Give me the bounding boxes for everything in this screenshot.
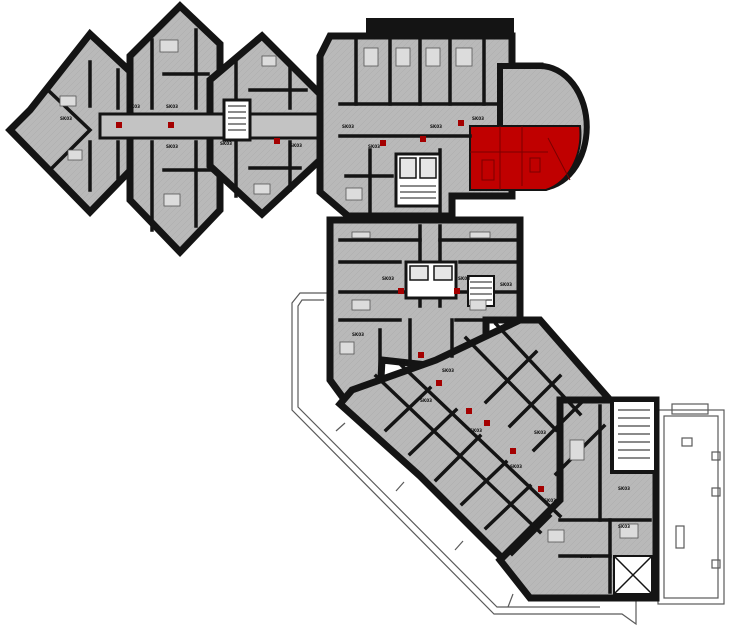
door-tag: SK03 xyxy=(472,116,484,121)
door-tags: SK03 SK03 SK03 SK03 SK03 SK03 SK03 SK03 … xyxy=(60,104,630,559)
door-tag: SK03 xyxy=(510,464,522,469)
highlighted-apartment[interactable] xyxy=(469,125,582,191)
core-north xyxy=(394,152,442,208)
door-tag: SK03 xyxy=(534,430,546,435)
furniture xyxy=(59,39,639,543)
core-southeast xyxy=(610,398,658,595)
door-tag: SK03 xyxy=(458,276,470,281)
door-tag: SK03 xyxy=(368,144,380,149)
door-tag: SK03 xyxy=(342,124,354,129)
door-tag: SK03 xyxy=(580,554,592,559)
door-tag: SK03 xyxy=(470,428,482,433)
door-tag: SK03 xyxy=(128,104,140,109)
door-tag: SK03 xyxy=(420,398,432,403)
door-markers xyxy=(116,120,544,492)
door-tag: SK03 xyxy=(60,116,72,121)
door-tag: SK03 xyxy=(290,143,302,148)
door-tag: SK03 xyxy=(618,524,630,529)
door-tag: SK03 xyxy=(166,144,178,149)
terrace-outline-west xyxy=(291,292,637,626)
interior-walls xyxy=(47,28,652,594)
door-tag: SK03 xyxy=(220,141,232,146)
core-west xyxy=(222,98,252,142)
door-tag: SK03 xyxy=(544,498,556,503)
door-tag: SK03 xyxy=(166,104,178,109)
door-tag: SK03 xyxy=(382,276,394,281)
core-central xyxy=(404,260,495,307)
door-tag: SK03 xyxy=(430,124,442,129)
door-tag: SK03 xyxy=(396,360,408,365)
door-tag: SK03 xyxy=(442,368,454,373)
terrace-outline-east xyxy=(657,403,725,605)
door-tag: SK03 xyxy=(352,332,364,337)
door-tag: SK03 xyxy=(618,486,630,491)
door-tag: SK03 xyxy=(500,282,512,287)
